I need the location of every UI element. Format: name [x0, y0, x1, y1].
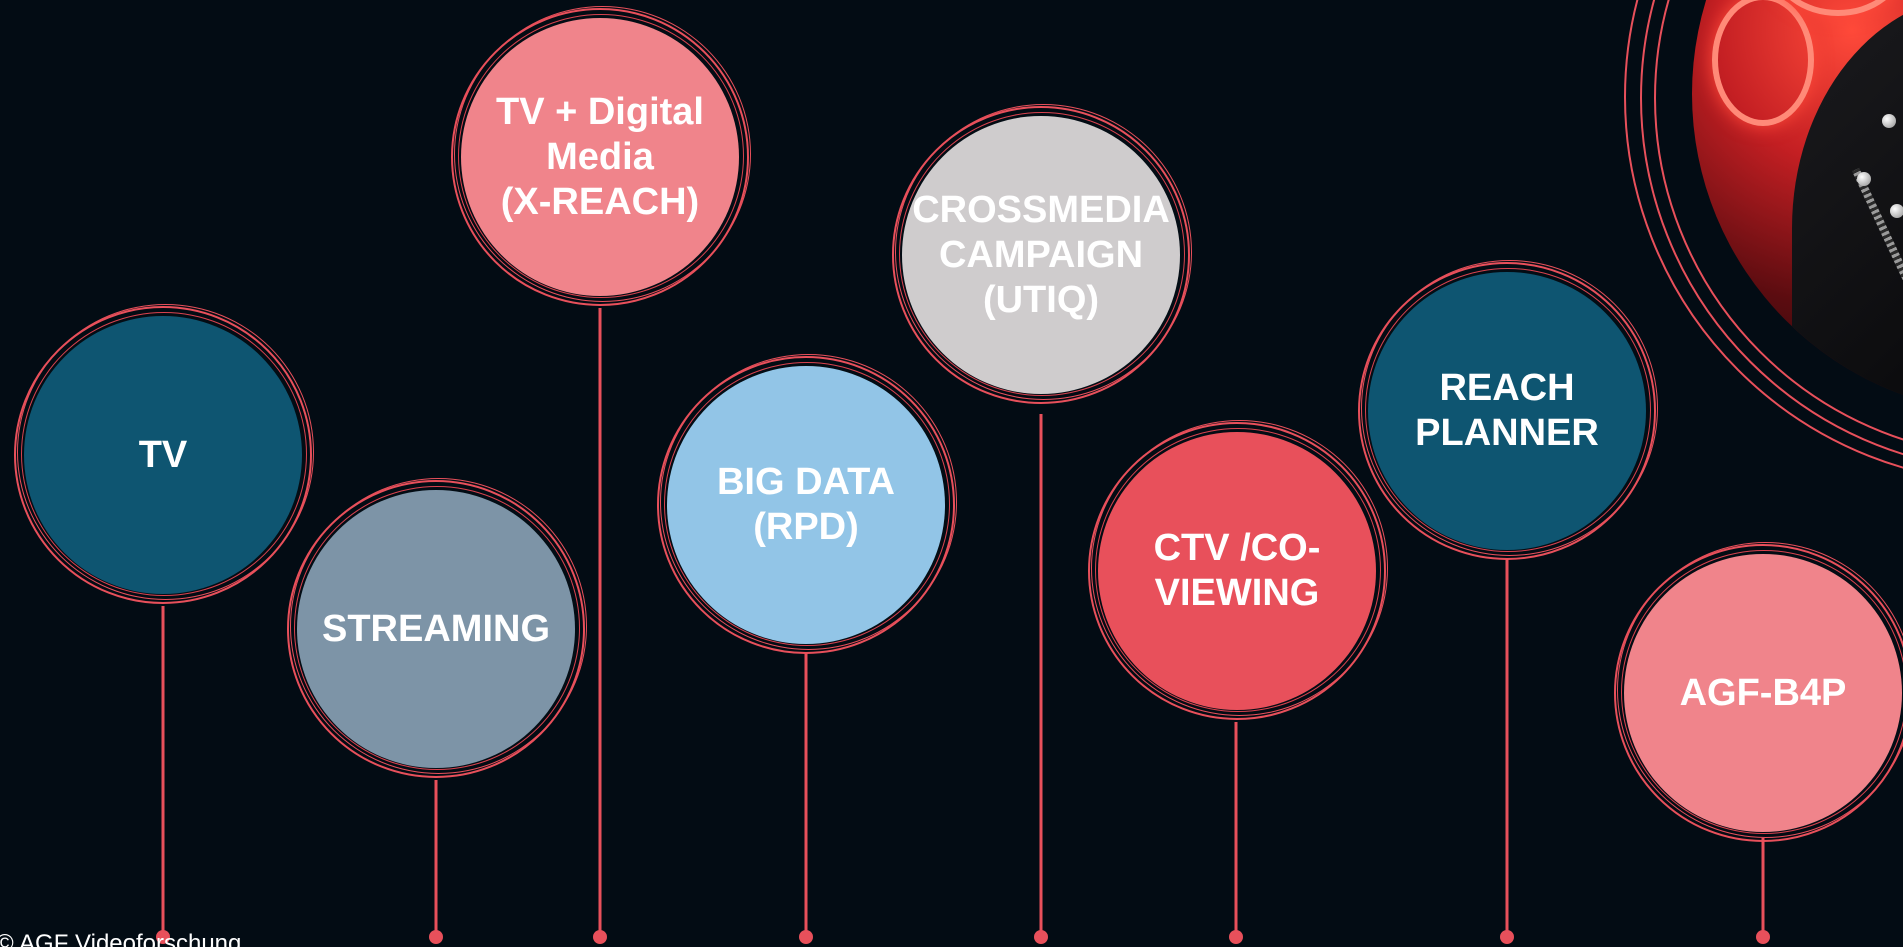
stem-dot-tv-digital: [593, 930, 607, 944]
stem-dot-tv: [156, 930, 170, 944]
stem-dot-crossmedia: [1034, 930, 1048, 944]
node-tv-digital: TV + Digital Media (X-REACH): [451, 6, 751, 306]
stem-dot-reach-planner: [1500, 930, 1514, 944]
stem-dot-big-data: [799, 930, 813, 944]
node-big-data: BIG DATA (RPD): [657, 354, 957, 654]
stem-dot-ctv: [1229, 930, 1243, 944]
node-crossmedia-label: CROSSMEDIA CAMPAIGN (UTIQ): [912, 188, 1170, 321]
node-tv-label: TV: [138, 433, 188, 476]
node-tv: TV: [14, 304, 314, 604]
node-streaming-label: STREAMING: [322, 607, 550, 650]
copyright-text: © AGF Videoforschung: [0, 930, 242, 947]
node-ctv: CTV /CO- VIEWING: [1088, 420, 1388, 720]
node-streaming: STREAMING: [287, 478, 587, 778]
node-crossmedia: CROSSMEDIA CAMPAIGN (UTIQ): [892, 104, 1192, 404]
node-agf-b4p: AGF-B4P: [1614, 542, 1903, 842]
node-big-data-label: BIG DATA (RPD): [716, 461, 895, 548]
stem-dot-streaming: [429, 930, 443, 944]
node-tv-digital-label: TV + Digital Media (X-REACH): [496, 90, 704, 223]
node-reach-planner-label: REACH PLANNER: [1415, 367, 1599, 454]
node-ctv-label: CTV /CO- VIEWING: [1153, 527, 1321, 614]
node-agf-b4p-label: AGF-B4P: [1679, 671, 1847, 714]
stem-dot-agf-b4p: [1756, 930, 1770, 944]
node-reach-planner: REACH PLANNER: [1358, 260, 1658, 560]
